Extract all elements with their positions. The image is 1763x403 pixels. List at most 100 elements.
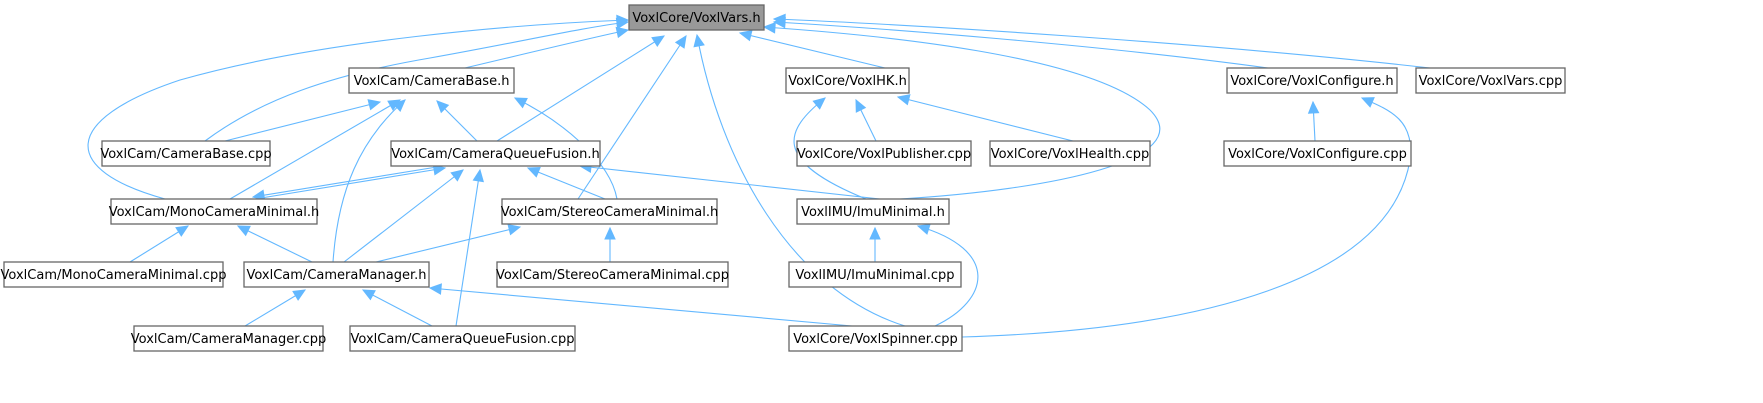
arrowhead-icon [616, 14, 630, 27]
node-box [390, 140, 601, 167]
node-configure-cpp[interactable]: VoxlCore/VoxlConfigure.cpp [1223, 140, 1412, 167]
arrowhead-icon [367, 99, 382, 111]
edge-line [464, 29, 629, 69]
edge-line [224, 101, 381, 142]
node-cammgr-cpp[interactable]: VoxlCam/CameraManager.cpp [131, 325, 326, 352]
edge-line [343, 169, 464, 263]
edge-imu_h-to-hk_h [793, 97, 867, 200]
edge-spinner_cpp-to-vars_h [693, 33, 906, 327]
node-health-cpp[interactable]: VoxlCore/VoxlHealth.cpp [989, 140, 1151, 167]
node-label: VoxlCam/StereoCameraMinimal.cpp [496, 268, 729, 283]
edge-imu_h-to-cqf_h [578, 161, 881, 200]
node-label: VoxlCam/CameraQueueFusion.h [391, 147, 600, 162]
edge-cqf_cpp-to-cqf_h [455, 168, 484, 327]
node-hk-h[interactable]: VoxlCore/VoxlHK.h [785, 67, 910, 94]
arrowhead-icon [674, 34, 687, 49]
node-stereo-cpp[interactable]: VoxlCam/StereoCameraMinimal.cpp [496, 261, 729, 288]
node-cqf-cpp[interactable]: VoxlCam/CameraQueueFusion.cpp [349, 325, 576, 352]
edge-stereo_cpp-to-stereo_h [604, 226, 616, 262]
edge-line [763, 26, 1161, 200]
node-vars-cpp[interactable]: VoxlCore/VoxlVars.cpp [1415, 67, 1566, 94]
edge-mono_h-to-vars_h [87, 14, 630, 200]
edge-line [362, 289, 433, 327]
node-cambase-h[interactable]: VoxlCam/CameraBase.h [348, 67, 515, 94]
edge-configure_cpp-to-configure_h [1307, 100, 1320, 142]
node-label: VoxlIMU/ImuMinimal.cpp [795, 268, 954, 283]
arrowhead-icon [507, 224, 522, 236]
edge-cammgr_h-to-cambase_h [332, 99, 406, 263]
node-mono-h[interactable]: VoxlCam/MonoCameraMinimal.h [109, 198, 320, 225]
arrowhead-icon [604, 226, 616, 240]
node-box [110, 198, 318, 225]
node-configure-h[interactable]: VoxlCore/VoxlConfigure.h [1226, 67, 1398, 94]
arrowhead-icon [1360, 97, 1375, 108]
edge-cammgr_cpp-to-cammgr_h [244, 289, 307, 327]
node-label: VoxlCam/CameraQueueFusion.cpp [351, 332, 575, 347]
edge-spinner_cpp-to-configure_h [961, 97, 1412, 338]
arrowhead-icon [772, 13, 786, 26]
edge-vars_cpp-to-vars_h [772, 13, 1431, 69]
edge-line [917, 225, 979, 327]
edge-imu_h-to-vars_h [762, 22, 1161, 200]
node-label: VoxlCam/CameraBase.h [354, 74, 510, 89]
edge-hk_h-to-vars_h [738, 30, 886, 69]
node-spinner-cpp[interactable]: VoxlCore/VoxlSpinner.cpp [788, 325, 963, 352]
edge-cqf_cpp-to-cammgr_h [361, 289, 433, 327]
node-imu-h[interactable]: VoxlIMU/ImuMinimal.h [796, 198, 950, 225]
arrowhead-icon [236, 225, 251, 237]
node-stereo-h[interactable]: VoxlCam/StereoCameraMinimal.h [501, 198, 719, 225]
edge-line [897, 96, 1074, 142]
node-box [501, 198, 718, 225]
node-cammgr-h[interactable]: VoxlCam/CameraManager.h [243, 261, 430, 288]
node-label: VoxlCam/CameraBase.cpp [100, 147, 271, 162]
arrowhead-icon [513, 97, 528, 109]
edge-line [429, 287, 853, 327]
node-box [101, 140, 271, 167]
edge-line [696, 34, 906, 327]
node-box [1226, 67, 1398, 94]
edge-line [773, 18, 1431, 69]
arrowhead-icon [472, 168, 484, 183]
edge-spinner_cpp-to-cammgr_h [428, 283, 853, 327]
edge-publisher_cpp-to-hk_h [855, 98, 877, 142]
node-mono-cpp[interactable]: VoxlCam/MonoCameraMinimal.cpp [1, 261, 227, 288]
node-label: VoxlCore/VoxlVars.cpp [1419, 74, 1563, 89]
node-box [496, 261, 729, 288]
node-label: VoxlCam/StereoCameraMinimal.h [501, 205, 719, 220]
edge-health_cpp-to-hk_h [896, 94, 1074, 142]
node-label: VoxlCore/VoxlConfigure.h [1230, 74, 1393, 89]
node-box [788, 261, 962, 288]
node-label: VoxlCore/VoxlVars.h [632, 11, 760, 26]
arrowhead-icon [436, 100, 450, 114]
node-box [788, 325, 963, 352]
node-box [348, 67, 515, 94]
edge-cammgr_h-to-stereo_h [375, 224, 522, 263]
arrowhead-icon [428, 283, 442, 295]
edge-line [252, 165, 444, 198]
node-cambase-cpp[interactable]: VoxlCam/CameraBase.cpp [100, 140, 272, 167]
node-publisher-cpp[interactable]: VoxlCore/VoxlPublisher.cpp [796, 140, 972, 167]
arrowhead-icon [292, 289, 307, 301]
node-box [989, 140, 1151, 167]
edge-line [496, 35, 665, 142]
edge-cammgr_h-to-cqf_h [343, 169, 464, 263]
node-cqf-h[interactable]: VoxlCam/CameraQueueFusion.h [390, 140, 601, 167]
node-box [349, 325, 576, 352]
node-box [3, 261, 224, 288]
node-label: VoxlCore/VoxlHK.h [788, 74, 907, 89]
edge-line [455, 169, 481, 327]
arrowhead-icon [175, 225, 190, 237]
arrowhead-icon [526, 166, 541, 178]
arrowhead-icon [812, 97, 826, 110]
node-label: VoxlCam/CameraManager.cpp [131, 332, 326, 347]
edge-line [237, 225, 313, 263]
edge-stereo_h-to-vars_h [577, 34, 687, 200]
node-label: VoxlIMU/ImuMinimal.h [801, 205, 945, 220]
edge-line [793, 97, 867, 200]
node-imu-cpp[interactable]: VoxlIMU/ImuMinimal.cpp [788, 261, 962, 288]
arrowhead-icon [615, 26, 630, 39]
node-box [796, 140, 972, 167]
node-vars-h: VoxlCore/VoxlVars.h [628, 4, 765, 31]
node-label: VoxlCam/MonoCameraMinimal.cpp [1, 268, 227, 283]
